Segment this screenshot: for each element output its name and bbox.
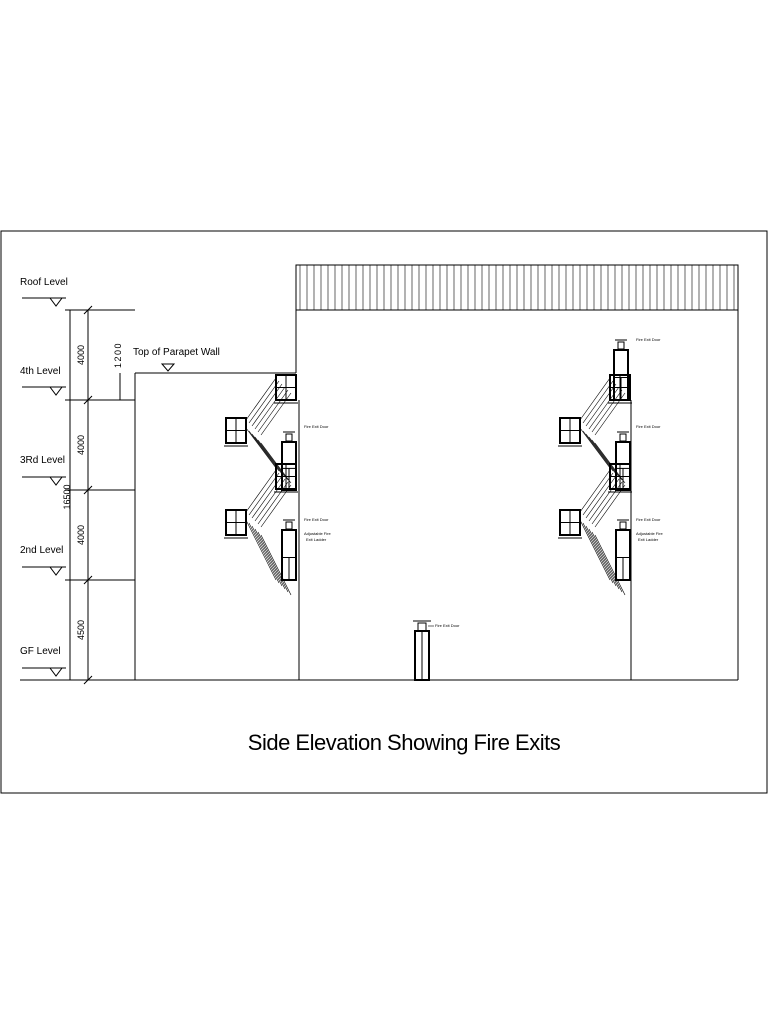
level-label-4th: 4th Level <box>20 366 61 377</box>
callout-ground-door: Fire Exit Door <box>435 623 460 628</box>
callout-left-ladder-2: Exit Ladder <box>306 537 327 542</box>
left-fire-escape <box>224 374 298 596</box>
dim-roof-4th: 4000 <box>76 345 86 365</box>
ground-fire-exit-door <box>413 620 434 681</box>
parapet-label: Top of Parapet Wall <box>133 347 220 358</box>
level-markers <box>22 297 66 677</box>
roof-cladding <box>295 264 739 311</box>
dim-3rd-2nd: 4000 <box>76 525 86 545</box>
dim-parapet: 1200 <box>113 342 123 368</box>
dim-total: 16500 <box>62 484 72 509</box>
level-label-roof: Roof Level <box>20 277 68 288</box>
drawing-title: Side Elevation Showing Fire Exits <box>248 730 561 755</box>
callout-right-ladder-2: Exit Ladder <box>638 537 659 542</box>
dim-2nd-gf: 4500 <box>76 620 86 640</box>
level-label-gf: GF Level <box>20 646 61 657</box>
level-label-3rd: 3Rd Level <box>20 455 65 466</box>
callout-left-door-3: Fire Exit Door <box>304 424 329 429</box>
callout-left-door-2: Fire Exit Door <box>304 517 329 522</box>
callout-right-ladder-1: Adjustable Fire <box>636 531 663 536</box>
dim-4th-3rd: 4000 <box>76 435 86 455</box>
callout-left-ladder-1: Adjustable Fire <box>304 531 331 536</box>
callout-right-door-2: Fire Exit Door <box>636 517 661 522</box>
right-fire-escape <box>558 339 632 596</box>
parapet-marker <box>160 363 176 372</box>
sheet-border <box>0 230 768 794</box>
callout-right-door-4: Fire Exit Door <box>636 337 661 342</box>
callout-right-door-3: Fire Exit Door <box>636 424 661 429</box>
level-label-2nd: 2nd Level <box>20 545 63 556</box>
